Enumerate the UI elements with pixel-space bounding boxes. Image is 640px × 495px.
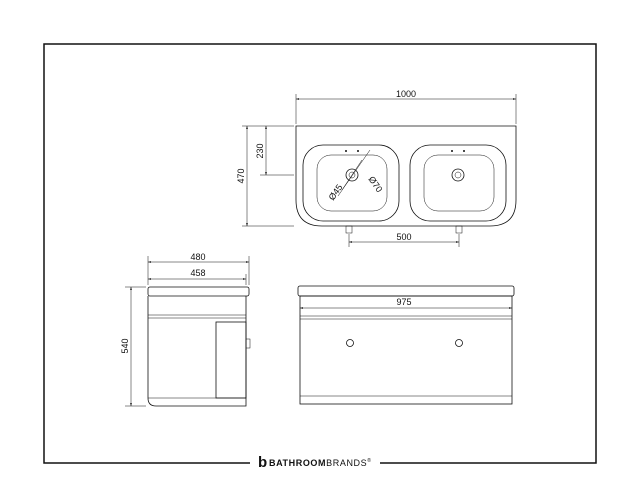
right-tap-connector: [455, 225, 463, 234]
right-bowl-inner: [423, 154, 495, 212]
drawing-frame: [43, 43, 597, 464]
brand-name-light: BRANDS: [326, 458, 367, 468]
side-handle: [245, 338, 251, 349]
left-bowl-inner: [316, 154, 388, 212]
brand-logo: b BATHROOMBRANDS®: [258, 454, 372, 471]
front-top-slab: [297, 285, 515, 297]
dim-waste-diameter: Ø70: [366, 174, 384, 194]
dim-top-depth: 470: [236, 168, 246, 183]
right-bowl: [409, 144, 507, 222]
dim-side-depth-inner: 458: [190, 268, 205, 278]
left-tap-connector: [345, 225, 353, 234]
brand-logo-mark: b: [258, 454, 267, 471]
side-view: 480 458 540: [120, 252, 251, 407]
dim-height: 540: [120, 338, 130, 353]
front-knob-right: [455, 339, 463, 347]
dim-side-depth-outer: 480: [190, 252, 205, 262]
brand-name-bold: BATHROOM: [269, 458, 326, 468]
left-waste: [348, 171, 356, 179]
side-door-panel: [215, 321, 247, 399]
left-tap-hole: [345, 168, 359, 182]
side-top-slab: [147, 286, 250, 297]
dim-basin-offset: 230: [255, 143, 265, 158]
dim-front-width: 975: [396, 297, 411, 307]
side-cabinet-body: [147, 296, 247, 407]
front-view: 975: [297, 285, 515, 405]
right-waste: [451, 168, 465, 182]
top-view: 1000 470 230 Ø45 Ø70 500: [236, 89, 517, 247]
dim-tap-hole-diameter: Ø45: [327, 182, 345, 202]
front-knob-left: [346, 339, 354, 347]
dim-tap-spacing: 500: [396, 232, 411, 242]
front-cabinet-body: [299, 295, 513, 405]
brand-trademark: ®: [367, 457, 371, 464]
svg-text:BATHROOMBRANDS®: BATHROOMBRANDS®: [269, 457, 372, 468]
dim-top-width: 1000: [396, 89, 416, 99]
basin-top-outline: [295, 125, 517, 227]
left-bowl: [302, 144, 400, 222]
